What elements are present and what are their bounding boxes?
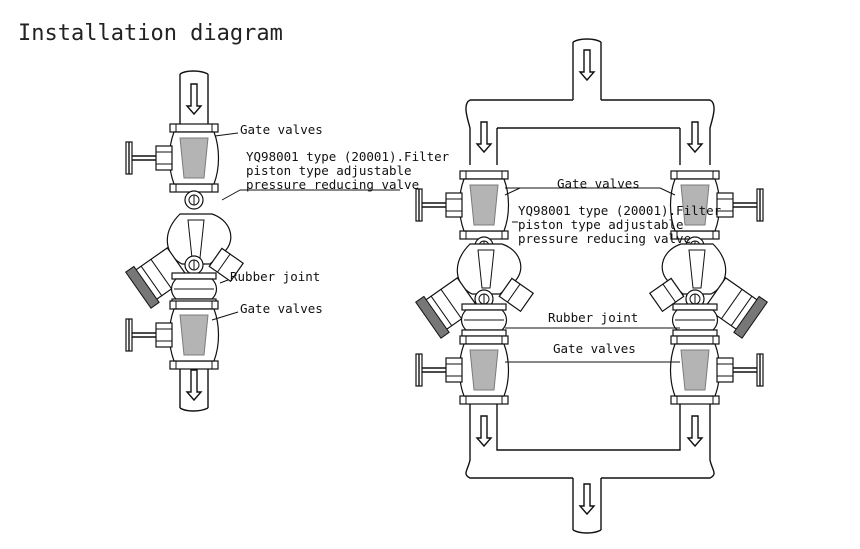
right-prv-label-line3: pressure reducing valve: [518, 231, 691, 246]
right-left-upper-gate-valve: [415, 170, 510, 240]
left-prv-label-line3: pressure reducing valve: [246, 177, 419, 192]
right-left-lower-gate-valve: [415, 335, 510, 405]
left-upper-gauge: [184, 190, 204, 210]
right-prv-label-line2: piston type adjustable: [518, 217, 684, 232]
left-gate-valves-bottom-label: Gate valves: [240, 301, 323, 316]
right-gate-valves-bottom-label: Gate valves: [553, 341, 636, 356]
right-bottom-left-arrow: [476, 415, 492, 447]
left-outlet-pipe: [179, 369, 209, 408]
left-prv-label-line2: piston type adjustable: [246, 163, 412, 178]
right-top-left-arrow: [476, 121, 492, 153]
right-flow-arrow-in: [579, 49, 595, 81]
right-inlet-pipe: [572, 42, 602, 100]
right-outlet-pipe: [572, 478, 602, 530]
right-right-rubber-joint: [671, 303, 719, 337]
left-lower-gate-valve: [125, 300, 220, 370]
diagram-title: Installation diagram: [18, 21, 283, 46]
right-installation: Gate valves YQ98001 type (20001).Filter …: [415, 38, 768, 534]
left-rubber-joint: [170, 272, 218, 306]
left-installation: Gate valves YQ98001 type (20001).Filter …: [125, 70, 450, 412]
right-rubber-joint-label: Rubber joint: [548, 310, 638, 325]
right-top-right-arrow: [687, 121, 703, 153]
right-flow-arrow-out: [579, 483, 595, 515]
right-bottom-right-arrow: [687, 415, 703, 447]
right-gate-valves-top-label: Gate valves: [557, 176, 640, 191]
left-gate-valves-top-label: Gate valves: [240, 122, 323, 137]
left-inlet-pipe: [179, 74, 209, 128]
left-lower-gauge: [184, 255, 204, 275]
right-left-rubber-joint: [460, 303, 508, 337]
left-flow-arrow-out: [186, 369, 202, 401]
right-right-lower-gate-valve: [669, 335, 764, 405]
left-flow-arrow-in: [186, 83, 202, 115]
left-rubber-joint-label: Rubber joint: [230, 269, 320, 284]
right-prv-label-line1: YQ98001 type (20001).Filter: [518, 203, 722, 218]
left-prv-label-line1: YQ98001 type (20001).Filter: [246, 149, 450, 164]
left-upper-gate-valve: [125, 123, 220, 193]
